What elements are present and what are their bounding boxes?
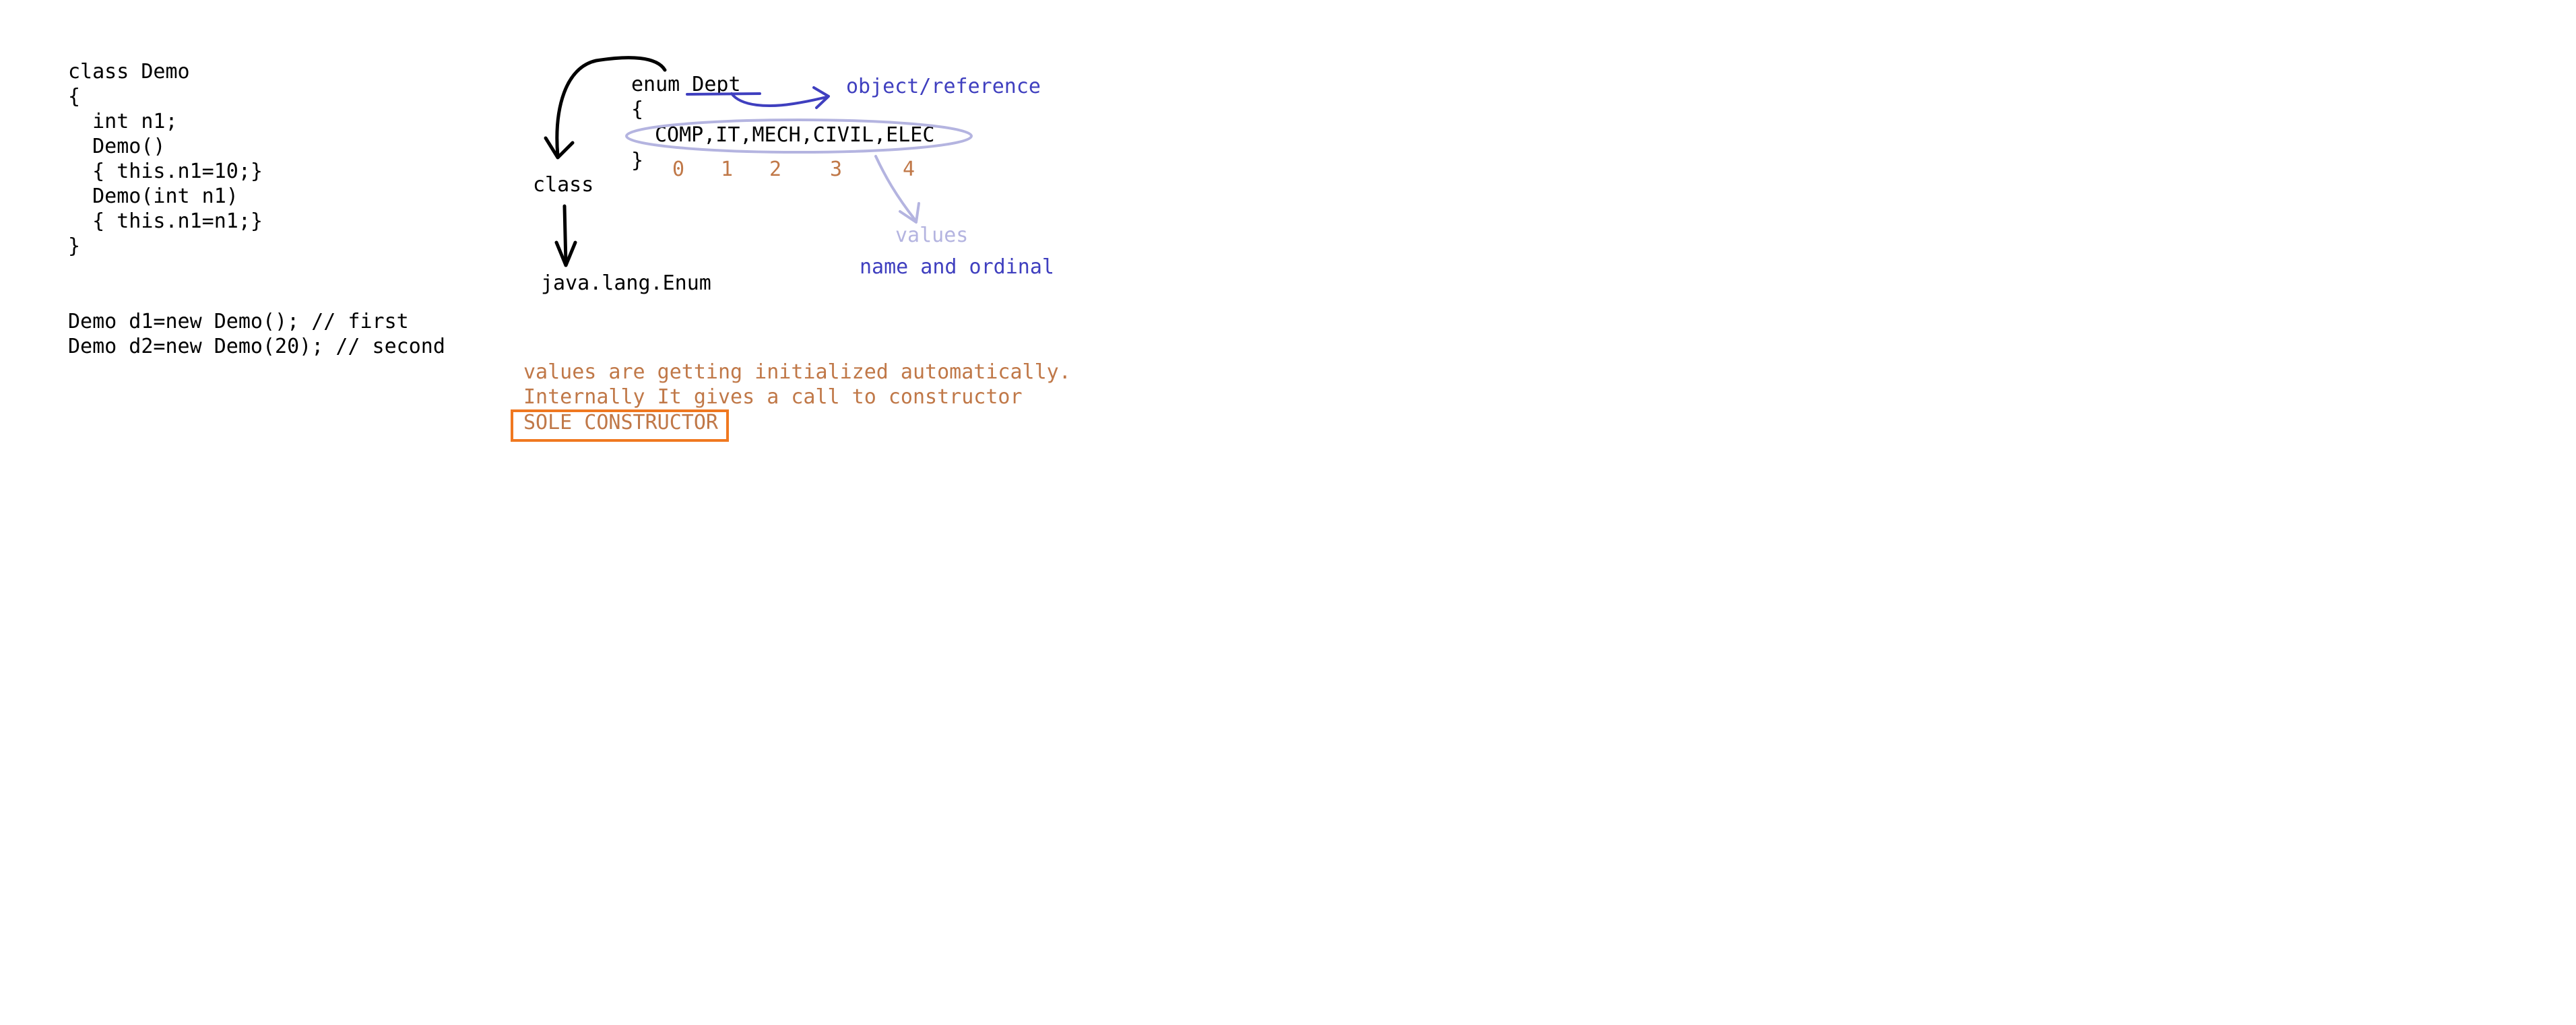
- code-line: Demo(int n1): [68, 185, 238, 208]
- code-line: Demo(): [68, 135, 166, 158]
- constants-to-values-arrow: [874, 155, 916, 221]
- code-line: { this.n1=10;}: [68, 160, 263, 183]
- dept-to-object-arrowhead: [812, 86, 830, 109]
- enum-to-class-arrow: [555, 56, 667, 158]
- enum-open-brace: {: [631, 98, 644, 121]
- object-creation-line: Demo d1=new Demo(); // first: [68, 310, 409, 333]
- ordinal-label: 4: [903, 158, 915, 181]
- note-line: values are getting initialized automatic…: [523, 360, 1071, 384]
- enum-base-label: java.lang.Enum: [541, 271, 711, 295]
- code-line: class Demo: [68, 60, 190, 84]
- ordinal-label: 0: [672, 158, 685, 181]
- ordinal-label: 2: [769, 158, 782, 181]
- code-line: }: [68, 234, 81, 258]
- object-reference-label: object/reference: [846, 75, 1041, 98]
- enum-header: enum Dept: [631, 73, 741, 96]
- constants-ellipse: [625, 119, 973, 154]
- note-line: Internally It gives a call to constructo…: [523, 385, 1023, 409]
- ordinal-label: 3: [830, 158, 843, 181]
- code-line: { this.n1=n1;}: [68, 209, 263, 233]
- class-to-enum-base-arrowhead: [554, 240, 577, 267]
- code-line: {: [68, 85, 81, 108]
- class-label: class: [533, 173, 594, 197]
- enum-constants: COMP,IT,MECH,CIVIL,ELEC: [655, 123, 935, 147]
- object-creation-line: Demo d2=new Demo(20); // second: [68, 335, 445, 358]
- code-line: int n1;: [68, 110, 178, 133]
- class-to-enum-base-arrow: [562, 204, 568, 266]
- enum-close-brace: }: [631, 149, 644, 172]
- name-and-ordinal-label: name and ordinal: [860, 255, 1054, 279]
- values-label: values: [895, 224, 969, 247]
- sole-constructor-box: [511, 409, 729, 442]
- ordinal-label: 1: [721, 158, 734, 181]
- enum-to-class-arrowhead: [544, 136, 575, 160]
- dept-to-object-arrow: [730, 92, 829, 107]
- sole-constructor-label: SOLE CONSTRUCTOR: [523, 411, 718, 434]
- constants-to-values-arrowhead: [899, 202, 920, 224]
